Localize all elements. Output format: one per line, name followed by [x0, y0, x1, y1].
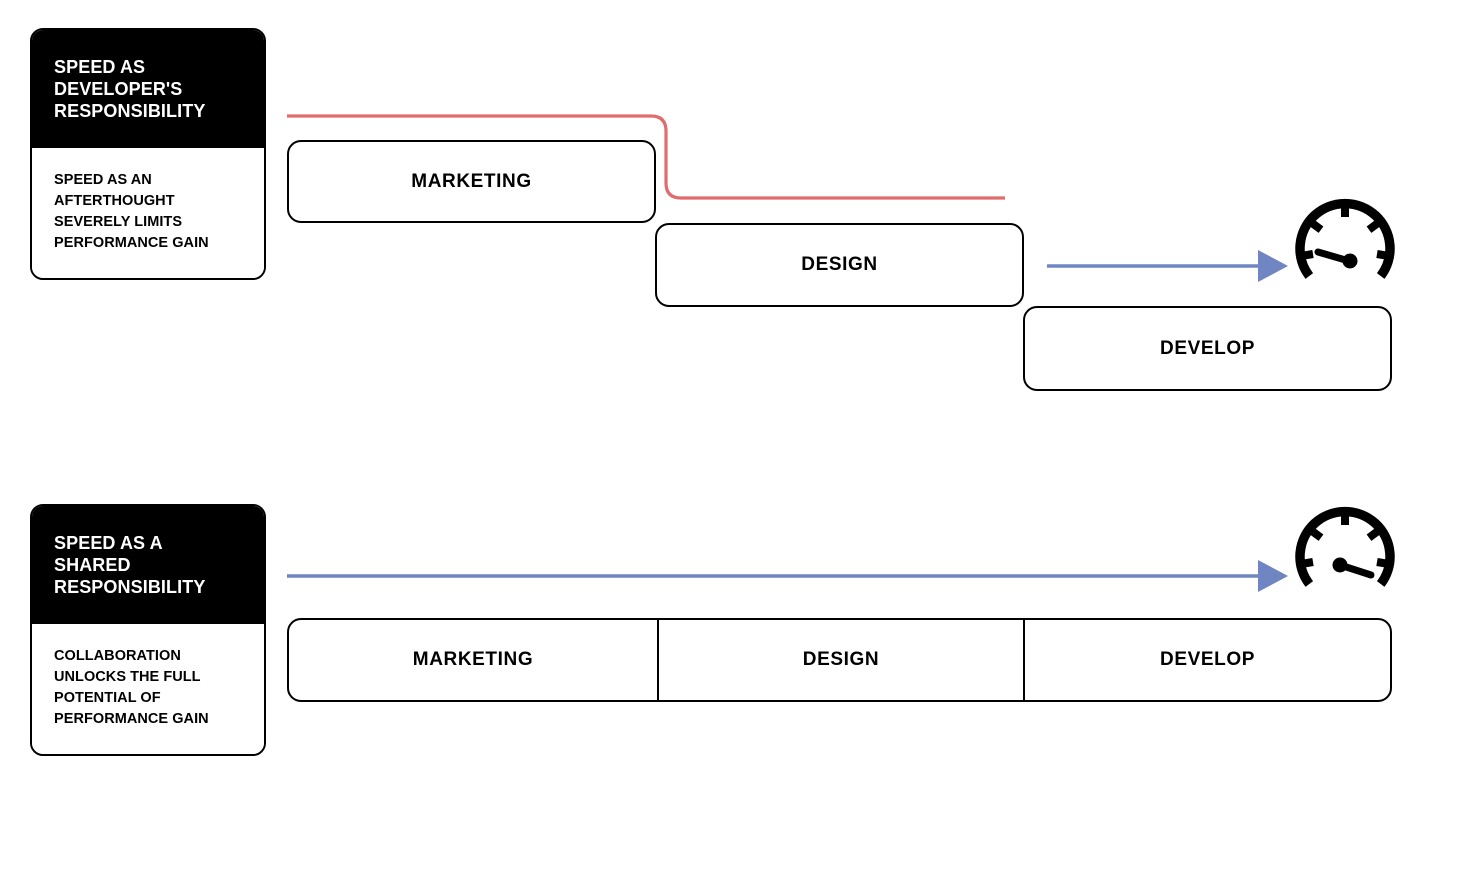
- arrow-head: [1258, 250, 1288, 282]
- info-card-shared-responsibility: SPEED AS A SHARED RESPONSIBILITY COLLABO…: [30, 504, 266, 757]
- gauge-ticks: [1300, 205, 1390, 260]
- stage-segment-develop[interactable]: DEVELOP: [1023, 620, 1390, 700]
- blue-speed-arrow-long: [287, 560, 1288, 592]
- card-header-text: SPEED AS DEVELOPER'S RESPONSIBILITY: [54, 57, 206, 122]
- info-card-developer-responsibility: SPEED AS DEVELOPER'S RESPONSIBILITY SPEE…: [30, 28, 266, 281]
- stage-label: DESIGN: [801, 254, 878, 275]
- stage-label: MARKETING: [411, 170, 532, 192]
- card-header-shared: SPEED AS A SHARED RESPONSIBILITY: [32, 506, 264, 625]
- stage-segment-marketing[interactable]: MARKETING: [289, 620, 657, 700]
- stage-box-develop-staggered[interactable]: DEVELOP: [1023, 306, 1392, 391]
- stage-label: MARKETING: [412, 649, 534, 670]
- card-body-developer: SPEED AS AN AFTERTHOUGHT SEVERELY LIMITS…: [32, 148, 264, 279]
- card-body-shared: COLLABORATION UNLOCKS THE FULL POTENTIAL…: [32, 624, 264, 755]
- speedometer-high-icon: [1295, 506, 1395, 587]
- gauge-needle: [1332, 557, 1375, 579]
- gauge-ticks: [1300, 513, 1390, 568]
- blue-speed-arrow-short: [1047, 250, 1288, 282]
- stage-label: DEVELOP: [1160, 649, 1255, 670]
- stage-label: DESIGN: [802, 649, 880, 670]
- stage-label: DEVELOP: [1160, 337, 1255, 359]
- stage-box-design-staggered[interactable]: DESIGN: [655, 223, 1024, 307]
- card-header-text: SPEED AS A SHARED RESPONSIBILITY: [54, 533, 206, 598]
- arrow-head: [1258, 560, 1288, 592]
- joined-stage-bar: MARKETING DESIGN DEVELOP: [287, 618, 1392, 702]
- stage-segment-design[interactable]: DESIGN: [657, 620, 1023, 700]
- card-header-developer: SPEED AS DEVELOPER'S RESPONSIBILITY: [32, 30, 264, 149]
- card-body-text: SPEED AS AN AFTERTHOUGHT SEVERELY LIMITS…: [54, 172, 209, 252]
- gauge-needle: [1314, 248, 1358, 269]
- gauge-hub: [1342, 253, 1358, 269]
- speedometer-low-icon: [1295, 198, 1395, 279]
- stage-box-marketing-staggered[interactable]: MARKETING: [287, 140, 656, 223]
- gauge-arc: [1295, 506, 1395, 587]
- gauge-hub: [1332, 557, 1348, 573]
- gauge-arc: [1295, 198, 1395, 279]
- card-body-text: COLLABORATION UNLOCKS THE FULL POTENTIAL…: [54, 648, 209, 728]
